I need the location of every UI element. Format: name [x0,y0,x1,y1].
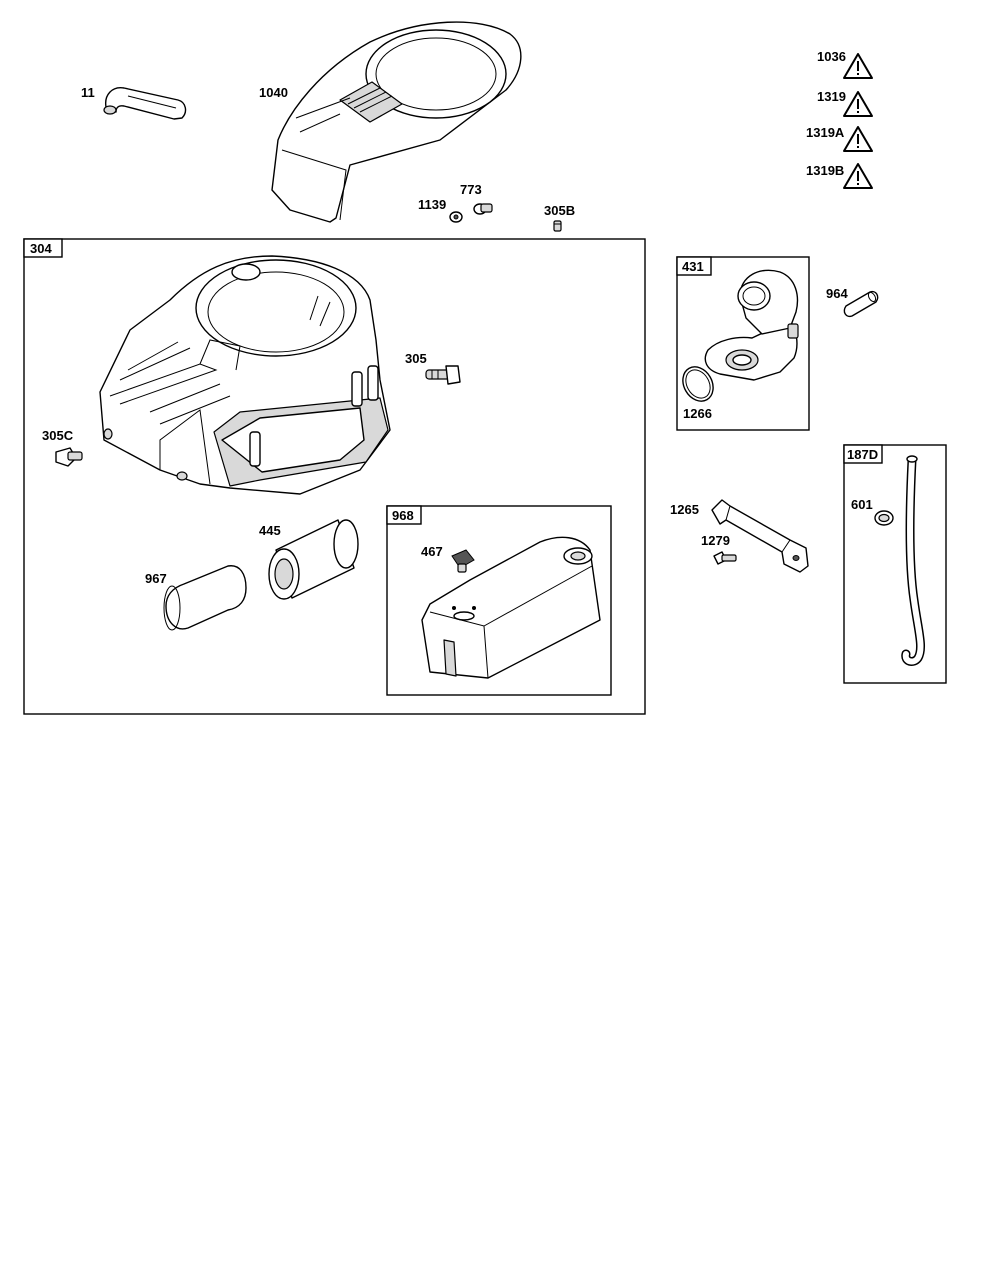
callout-305B: 305B [544,203,575,218]
callout-1265: 1265 [670,502,699,517]
group-431-label: 431 [682,259,704,274]
part-187D-fuel-line[interactable] [901,455,925,666]
callout-1319: 1319 [817,89,846,104]
part-1040-cover[interactable] [271,21,522,223]
part-1266-gasket[interactable] [677,361,719,406]
part-773-bolt[interactable] [473,203,493,215]
group-187D-frame [843,444,947,684]
group-968-label: 968 [392,508,414,523]
group-304-frame [23,238,646,715]
part-1265-bracket[interactable] [711,499,809,573]
part-305B-screw[interactable] [553,220,562,232]
callout-467: 467 [421,544,443,559]
callout-773: 773 [460,182,482,197]
callout-305C: 305C [42,428,74,443]
part-445-filter[interactable] [268,519,359,600]
group-304-label: 304 [30,241,52,256]
callout-1036: 1036 [817,49,846,64]
callout-1319A: 1319A [806,125,845,140]
group-187D-label: 187D [847,447,878,462]
part-304-blower-housing[interactable] [99,255,391,495]
part-967-precleaner[interactable] [163,565,247,631]
callout-601: 601 [851,497,873,512]
warning-triangle-icon [843,53,873,79]
callout-445: 445 [259,523,281,538]
group-431-frame [676,256,810,431]
callout-305: 305 [405,351,427,366]
part-968-cover[interactable] [421,536,601,679]
part-1279-screw[interactable] [713,551,737,565]
part-305C-screw[interactable] [55,447,83,467]
callout-1279: 1279 [701,533,730,548]
group-304-tag [23,238,63,258]
callout-964: 964 [826,286,848,301]
callout-1040: 1040 [259,85,288,100]
callout-11: 11 [81,85,95,100]
part-1139-washer[interactable] [449,211,463,223]
callout-967: 967 [145,571,167,586]
callout-1266: 1266 [683,406,712,421]
callout-1319B: 1319B [806,163,844,178]
part-964-sleeve[interactable] [843,290,879,318]
group-187D-tag [843,444,883,464]
group-431-tag [676,256,712,276]
group-968-frame [386,505,612,696]
part-467-knob[interactable] [451,549,475,573]
part-11-hose[interactable] [103,87,187,120]
warning-triangle-icon [843,126,873,152]
warning-triangle-icon [843,163,873,189]
group-968-tag [386,505,422,525]
callout-1139: 1139 [418,197,446,212]
part-601-clamp[interactable] [874,510,894,526]
part-305-bolt[interactable] [425,365,461,385]
part-431-elbow[interactable] [704,269,799,381]
warning-triangle-icon [843,91,873,117]
